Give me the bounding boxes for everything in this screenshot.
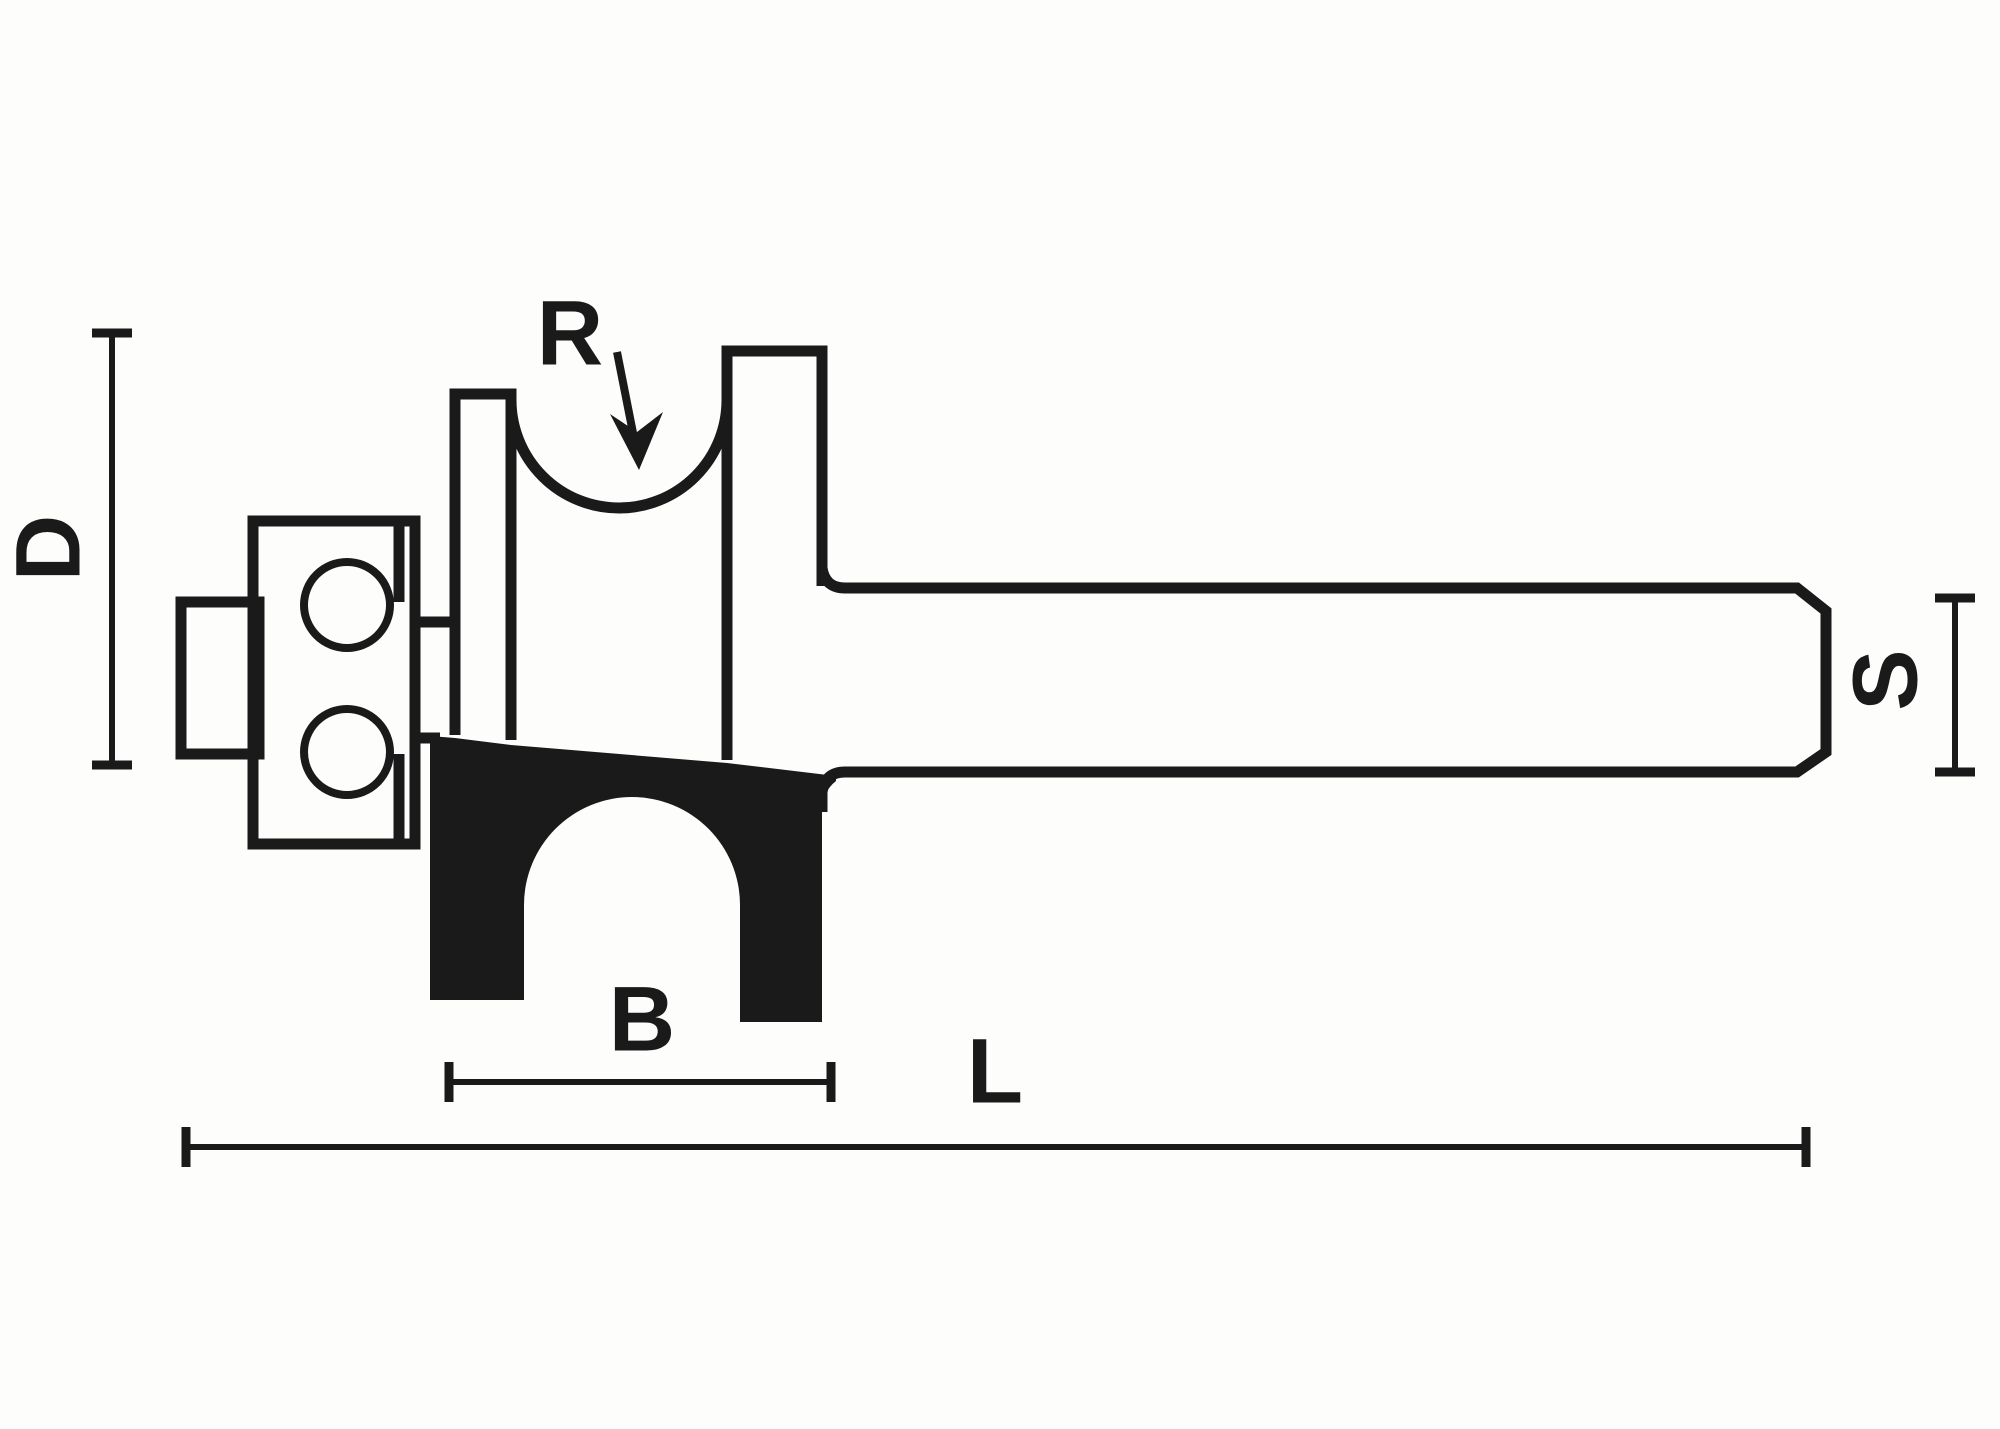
bearing-ball-upper	[300, 558, 394, 652]
leader-line	[613, 351, 638, 439]
retaining-screw-head	[175, 596, 265, 760]
dimension-S	[1935, 593, 1975, 777]
dimension-B	[444, 1062, 836, 1102]
bearing-ball-lower	[300, 705, 394, 799]
cutter-flange-left-upper	[449, 388, 517, 735]
dimension-L	[181, 1127, 1811, 1167]
label-D: D	[0, 515, 99, 581]
label-S: S	[1834, 649, 1936, 710]
bearing-assembly	[175, 515, 455, 850]
bearing-housing	[247, 515, 421, 850]
shank-outline	[845, 582, 1832, 778]
cutting-edge-left-tail	[430, 736, 455, 1000]
leader-arrowhead-icon	[610, 412, 663, 470]
router-bit-body	[430, 345, 1832, 1022]
dimension-D	[92, 328, 132, 770]
cutting-edge-solid	[455, 738, 836, 1022]
radius-profile-arc	[505, 399, 733, 514]
label-L: L	[967, 1020, 1023, 1122]
label-B: B	[609, 968, 675, 1070]
dimension-labels: D R S B L	[0, 282, 1936, 1122]
radius-leader-arrow	[610, 351, 663, 470]
cutter-flange-right-upper	[721, 345, 828, 586]
dimension-lines	[92, 328, 1975, 1167]
label-R: R	[537, 282, 603, 384]
bearing-spacer	[415, 616, 455, 744]
